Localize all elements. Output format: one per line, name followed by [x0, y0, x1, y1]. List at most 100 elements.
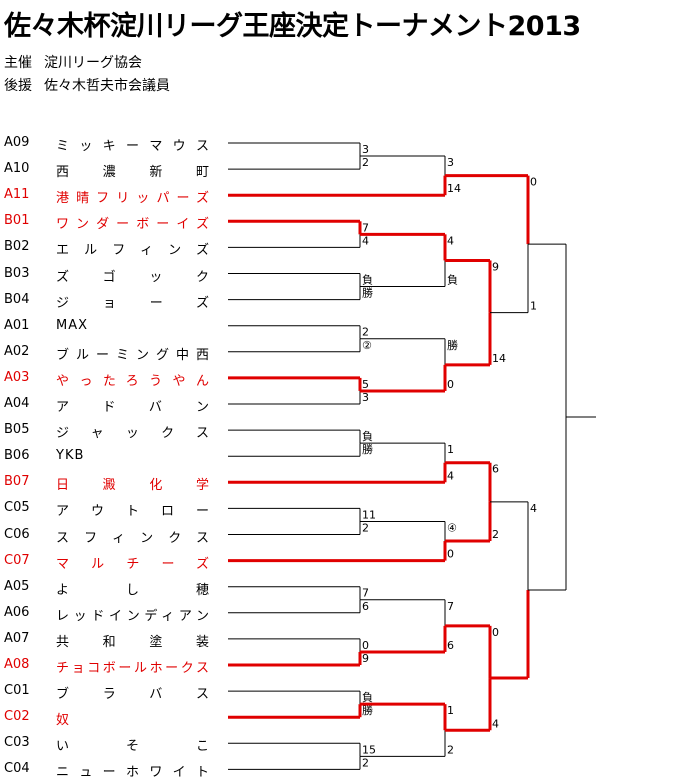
score-label: 1	[447, 443, 454, 456]
team-name: ワンダーボーイズ	[56, 217, 210, 233]
team-name: 港晴フリッパーズ	[56, 191, 210, 207]
team-code: C02	[4, 709, 30, 725]
team-code: B01	[4, 213, 30, 229]
score-label: 14	[447, 182, 461, 195]
support-label: 後援	[4, 78, 32, 94]
score-label: 2	[362, 756, 369, 769]
team-code: A10	[4, 161, 30, 177]
score-label: 5	[362, 378, 369, 391]
team-code: B03	[4, 265, 30, 281]
score-label: 勝	[362, 286, 373, 300]
support-value: 佐々木哲夫市会議員	[44, 78, 170, 94]
team-name: ブラバス	[56, 687, 210, 703]
score-label: 4	[447, 234, 454, 247]
team-name: アウトロー	[56, 504, 210, 520]
score-label: 0	[530, 176, 537, 189]
score-label: 7	[362, 221, 369, 234]
team-name: いそこ	[56, 739, 210, 755]
team-code: C06	[4, 526, 30, 542]
score-label: 3	[447, 156, 454, 169]
score-label: 4	[447, 469, 454, 482]
score-label: 7	[447, 600, 454, 613]
score-label: 勝	[362, 442, 373, 456]
team-code: B06	[4, 448, 30, 464]
score-label: ④	[447, 521, 457, 534]
score-label: 負	[362, 691, 373, 704]
score-label: 7	[362, 587, 369, 600]
team-code: B02	[4, 239, 30, 255]
team-code: C03	[4, 735, 30, 751]
sponsor-line: 主催淀川リーグ協会	[4, 52, 154, 72]
score-label: 勝	[447, 338, 458, 352]
team-name: 奴	[56, 713, 71, 729]
team-name: 西濃新町	[56, 165, 210, 181]
score-label: 3	[362, 143, 369, 156]
sponsor-label: 主催	[4, 55, 32, 71]
score-label: 6	[447, 639, 454, 652]
score-label: 15	[362, 743, 376, 756]
score-label: 勝	[362, 703, 373, 717]
team-code: C05	[4, 500, 30, 516]
team-code: A01	[4, 317, 30, 333]
team-name: 日澱化学	[56, 478, 210, 494]
team-code: C04	[4, 761, 30, 777]
score-label: 9	[362, 652, 369, 665]
team-name: エルフィンズ	[56, 243, 210, 259]
score-label: 0	[362, 639, 369, 652]
score-label: 4	[362, 234, 369, 247]
score-label: 2	[492, 528, 499, 541]
team-code: C07	[4, 552, 30, 568]
score-label: 2	[362, 522, 369, 535]
team-name: やったろうやん	[56, 373, 210, 389]
team-name: MAX	[56, 317, 89, 333]
score-label: 2	[362, 326, 369, 339]
score-label: 14	[492, 352, 506, 365]
team-code: A03	[4, 369, 30, 385]
team-code: C01	[4, 683, 30, 699]
score-label: 3	[362, 391, 369, 404]
team-name: レッドインディアン	[56, 608, 210, 624]
team-name: マルチーズ	[56, 556, 210, 572]
score-label: 0	[492, 626, 499, 639]
page-title: 佐々木杯淀川リーグ王座決定トーナメント2013	[4, 11, 581, 42]
team-name: ズゴック	[56, 269, 210, 285]
team-code: A11	[4, 187, 30, 203]
score-label: 負	[362, 274, 373, 287]
team-name: ブルーミング中西	[56, 347, 210, 363]
score-label: 2	[447, 743, 454, 756]
score-label: 11	[362, 508, 376, 521]
team-name: スフィンクス	[56, 530, 210, 546]
score-label: 4	[492, 717, 499, 730]
support-line: 後援佐々木哲夫市会議員	[4, 75, 182, 95]
score-label: 負	[362, 430, 373, 443]
score-label: 負	[447, 274, 458, 287]
team-code: A02	[4, 343, 30, 359]
team-name: 共和塗装	[56, 634, 210, 650]
team-name: ジャックス	[56, 426, 210, 442]
team-name: YKB	[56, 448, 85, 464]
team-code: A07	[4, 630, 30, 646]
score-label: ②	[362, 339, 372, 352]
score-label: 9	[492, 260, 499, 273]
team-code: B05	[4, 422, 30, 438]
score-label: 0	[447, 378, 454, 391]
team-name: ジョーズ	[56, 295, 210, 311]
score-label: 6	[362, 600, 369, 613]
score-label: 0	[447, 548, 454, 561]
score-label: 1	[447, 704, 454, 717]
team-code: A06	[4, 604, 30, 620]
team-name: よし穂	[56, 582, 210, 598]
team-code: B04	[4, 291, 30, 307]
score-label: 1	[530, 300, 537, 313]
sponsor-value: 淀川リーグ協会	[44, 55, 142, 71]
team-code: A09	[4, 135, 30, 150]
team-name: チョコボールホークス	[56, 661, 210, 676]
team-name: アドバン	[56, 400, 210, 415]
team-code: A04	[4, 396, 30, 411]
team-name: ミッキーマウス	[56, 139, 210, 154]
score-label: 4	[530, 502, 537, 515]
score-label: 6	[492, 463, 499, 476]
score-label: 2	[362, 156, 369, 169]
team-name: ニューホワイト	[56, 765, 210, 781]
